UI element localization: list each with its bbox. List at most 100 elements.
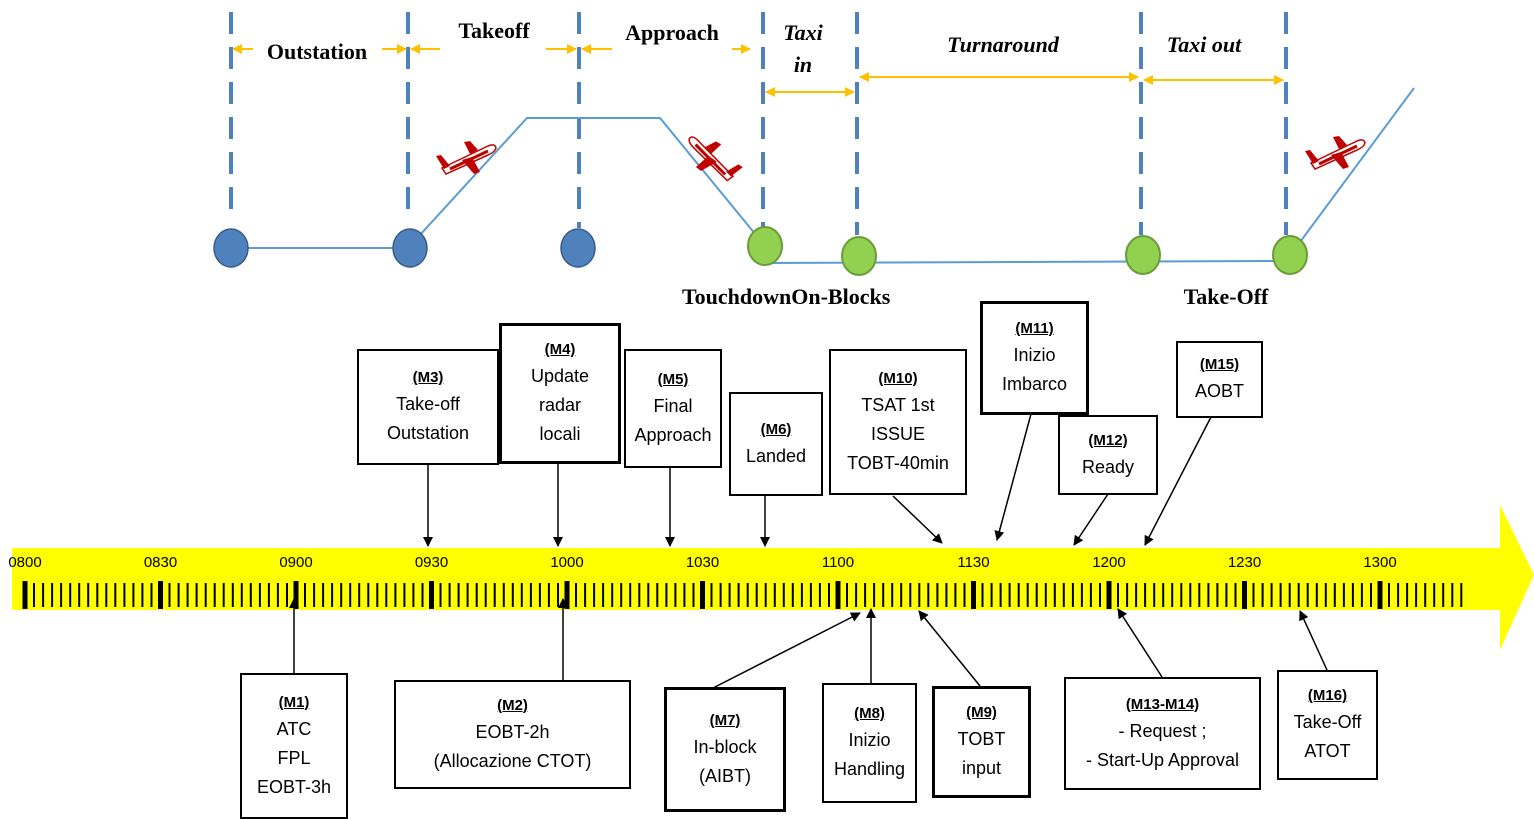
phase-turnaround: Turnaround bbox=[947, 32, 1060, 57]
milestone-code: (M7) bbox=[709, 711, 741, 729]
connector-arrow bbox=[994, 413, 1032, 541]
dot-take-off bbox=[1272, 235, 1308, 275]
milestone-box-m12: (M12) Ready bbox=[1058, 415, 1158, 495]
milestone-code: (M16) bbox=[1307, 687, 1348, 704]
dot-approach bbox=[560, 228, 596, 268]
timeline-label: 1200 bbox=[1092, 554, 1125, 571]
timeline-label: 0800 bbox=[8, 554, 41, 571]
dot-takeoff bbox=[392, 228, 428, 268]
airplane-icon bbox=[678, 130, 750, 186]
milestone-line: Handling bbox=[833, 759, 906, 779]
milestone-line: Inizio bbox=[1013, 345, 1056, 365]
milestone-line: Update bbox=[530, 366, 590, 386]
timeline-label: 1000 bbox=[550, 554, 583, 571]
milestone-line: - Start-Up Approval bbox=[1085, 749, 1240, 770]
timeline-label: 1100 bbox=[822, 554, 854, 571]
milestone-line: Final bbox=[653, 395, 693, 416]
milestone-box-m5: (M5) Final Approach bbox=[624, 349, 722, 468]
milestone-box-m8: (M8) Inizio Handling bbox=[822, 683, 917, 803]
phase-takeoff: Takeoff bbox=[458, 18, 530, 43]
milestone-box-m6: (M6) Landed bbox=[729, 392, 823, 496]
milestone-line: (Allocazione CTOT) bbox=[433, 750, 592, 771]
dot-ready bbox=[1125, 235, 1161, 275]
milestone-dots bbox=[213, 226, 1308, 276]
timeline-label: 1230 bbox=[1228, 554, 1261, 571]
phase-taxi-out: Taxi out bbox=[1167, 32, 1242, 57]
milestone-box-m4: (M4) Update radar locali bbox=[499, 323, 621, 464]
milestone-box-m13-m14: (M13-M14) - Request ; - Start-Up Approva… bbox=[1064, 677, 1261, 790]
dot-outstation bbox=[213, 228, 249, 268]
milestone-box-m7: (M7) In-block (AIBT) bbox=[664, 687, 786, 812]
milestone-code: (M12) bbox=[1088, 431, 1128, 449]
milestone-line: Landed bbox=[745, 445, 807, 466]
milestone-box-m9: (M9) TOBT input bbox=[932, 686, 1031, 798]
timeline-ticks bbox=[22, 581, 1463, 609]
milestone-line: Imbarco bbox=[1001, 374, 1068, 394]
milestone-line: Ready bbox=[1081, 456, 1135, 477]
milestone-code: (M9) bbox=[966, 704, 997, 721]
milestone-line: TOBT bbox=[957, 729, 1006, 749]
phase-taxi-in-line1: Taxi bbox=[783, 20, 823, 45]
timeline-label: 1300 bbox=[1363, 554, 1396, 571]
milestone-line: ATC bbox=[276, 718, 312, 739]
milestone-line: ATOT bbox=[1304, 741, 1351, 761]
milestone-line: Inizio bbox=[848, 730, 891, 750]
milestone-line: input bbox=[961, 758, 1002, 778]
airplane-icon bbox=[434, 139, 498, 176]
event-touchdown: TouchdownOn-Blocks bbox=[682, 284, 891, 309]
phase-outstation: Outstation bbox=[267, 39, 367, 64]
milestone-line: ISSUE bbox=[870, 423, 926, 444]
dot-touchdown bbox=[747, 226, 783, 266]
dot-on-blocks bbox=[841, 236, 877, 276]
milestone-line: - Request ; bbox=[1118, 720, 1207, 741]
milestone-code: (M11) bbox=[1015, 320, 1054, 337]
milestone-code: (M6) bbox=[760, 420, 792, 438]
timeline-label: 1030 bbox=[686, 554, 719, 571]
airplane-icon bbox=[1303, 134, 1367, 171]
event-take-off: Take-Off bbox=[1184, 284, 1269, 309]
milestone-line: AOBT bbox=[1194, 381, 1244, 401]
milestone-box-m10: (M10) TSAT 1st ISSUE TOBT-40min bbox=[829, 349, 967, 495]
milestone-code: (M5) bbox=[657, 370, 689, 388]
timeline-labels: 0800 0830 0900 0930 1000 1030 1100 1130 1200 1230… bbox=[8, 554, 1396, 571]
milestone-code: (M1) bbox=[278, 693, 310, 711]
milestone-code: (M8) bbox=[854, 705, 885, 722]
milestone-box-m3: (M3) Take-off Outstation bbox=[357, 349, 499, 465]
milestone-line: Approach bbox=[634, 424, 712, 445]
phase-arrows bbox=[232, 44, 1284, 97]
connector-arrow bbox=[712, 612, 861, 689]
timeline-label: 1130 bbox=[957, 554, 989, 571]
phase-taxi-in-line2: in bbox=[794, 52, 812, 77]
milestone-box-m11: (M11) Inizio Imbarco bbox=[980, 301, 1089, 415]
connector-arrows bbox=[289, 413, 1328, 689]
timeline-label: 0900 bbox=[279, 554, 312, 571]
milestone-line: FPL bbox=[277, 747, 311, 768]
milestone-line: Take-off bbox=[396, 394, 460, 414]
connector-arrow bbox=[918, 610, 981, 687]
milestone-line: Take-Off bbox=[1293, 712, 1362, 732]
milestone-code: (M2) bbox=[497, 696, 528, 714]
milestone-box-m2: (M2) EOBT-2h (Allocazione CTOT) bbox=[394, 680, 631, 789]
milestone-code: (M15) bbox=[1199, 356, 1240, 373]
connector-arrow bbox=[1073, 493, 1109, 546]
milestone-line: radar bbox=[538, 395, 582, 415]
timeline-label: 0830 bbox=[144, 554, 177, 571]
milestone-line: TOBT-40min bbox=[847, 452, 949, 473]
milestone-code: (M13-M14) bbox=[1125, 695, 1200, 713]
milestone-code: (M10) bbox=[878, 369, 918, 387]
milestone-box-m15: (M15) AOBT bbox=[1176, 341, 1263, 418]
phase-approach: Approach bbox=[625, 20, 719, 45]
milestone-box-m16: (M16) Take-Off ATOT bbox=[1277, 670, 1378, 780]
milestone-box-m1: (M1) ATC FPL EOBT-3h bbox=[240, 673, 348, 819]
milestone-code: (M3) bbox=[412, 369, 444, 386]
milestone-line: locali bbox=[539, 424, 581, 444]
connector-arrow bbox=[1299, 610, 1328, 671]
phase-separators bbox=[229, 12, 1288, 235]
timeline-label: 0930 bbox=[415, 554, 448, 571]
milestone-line: In-block bbox=[693, 736, 757, 757]
connector-arrow bbox=[892, 495, 943, 544]
milestone-line: EOBT-3h bbox=[256, 776, 332, 797]
milestone-line: TSAT 1st bbox=[861, 394, 935, 415]
milestone-code: (M4) bbox=[544, 341, 576, 358]
